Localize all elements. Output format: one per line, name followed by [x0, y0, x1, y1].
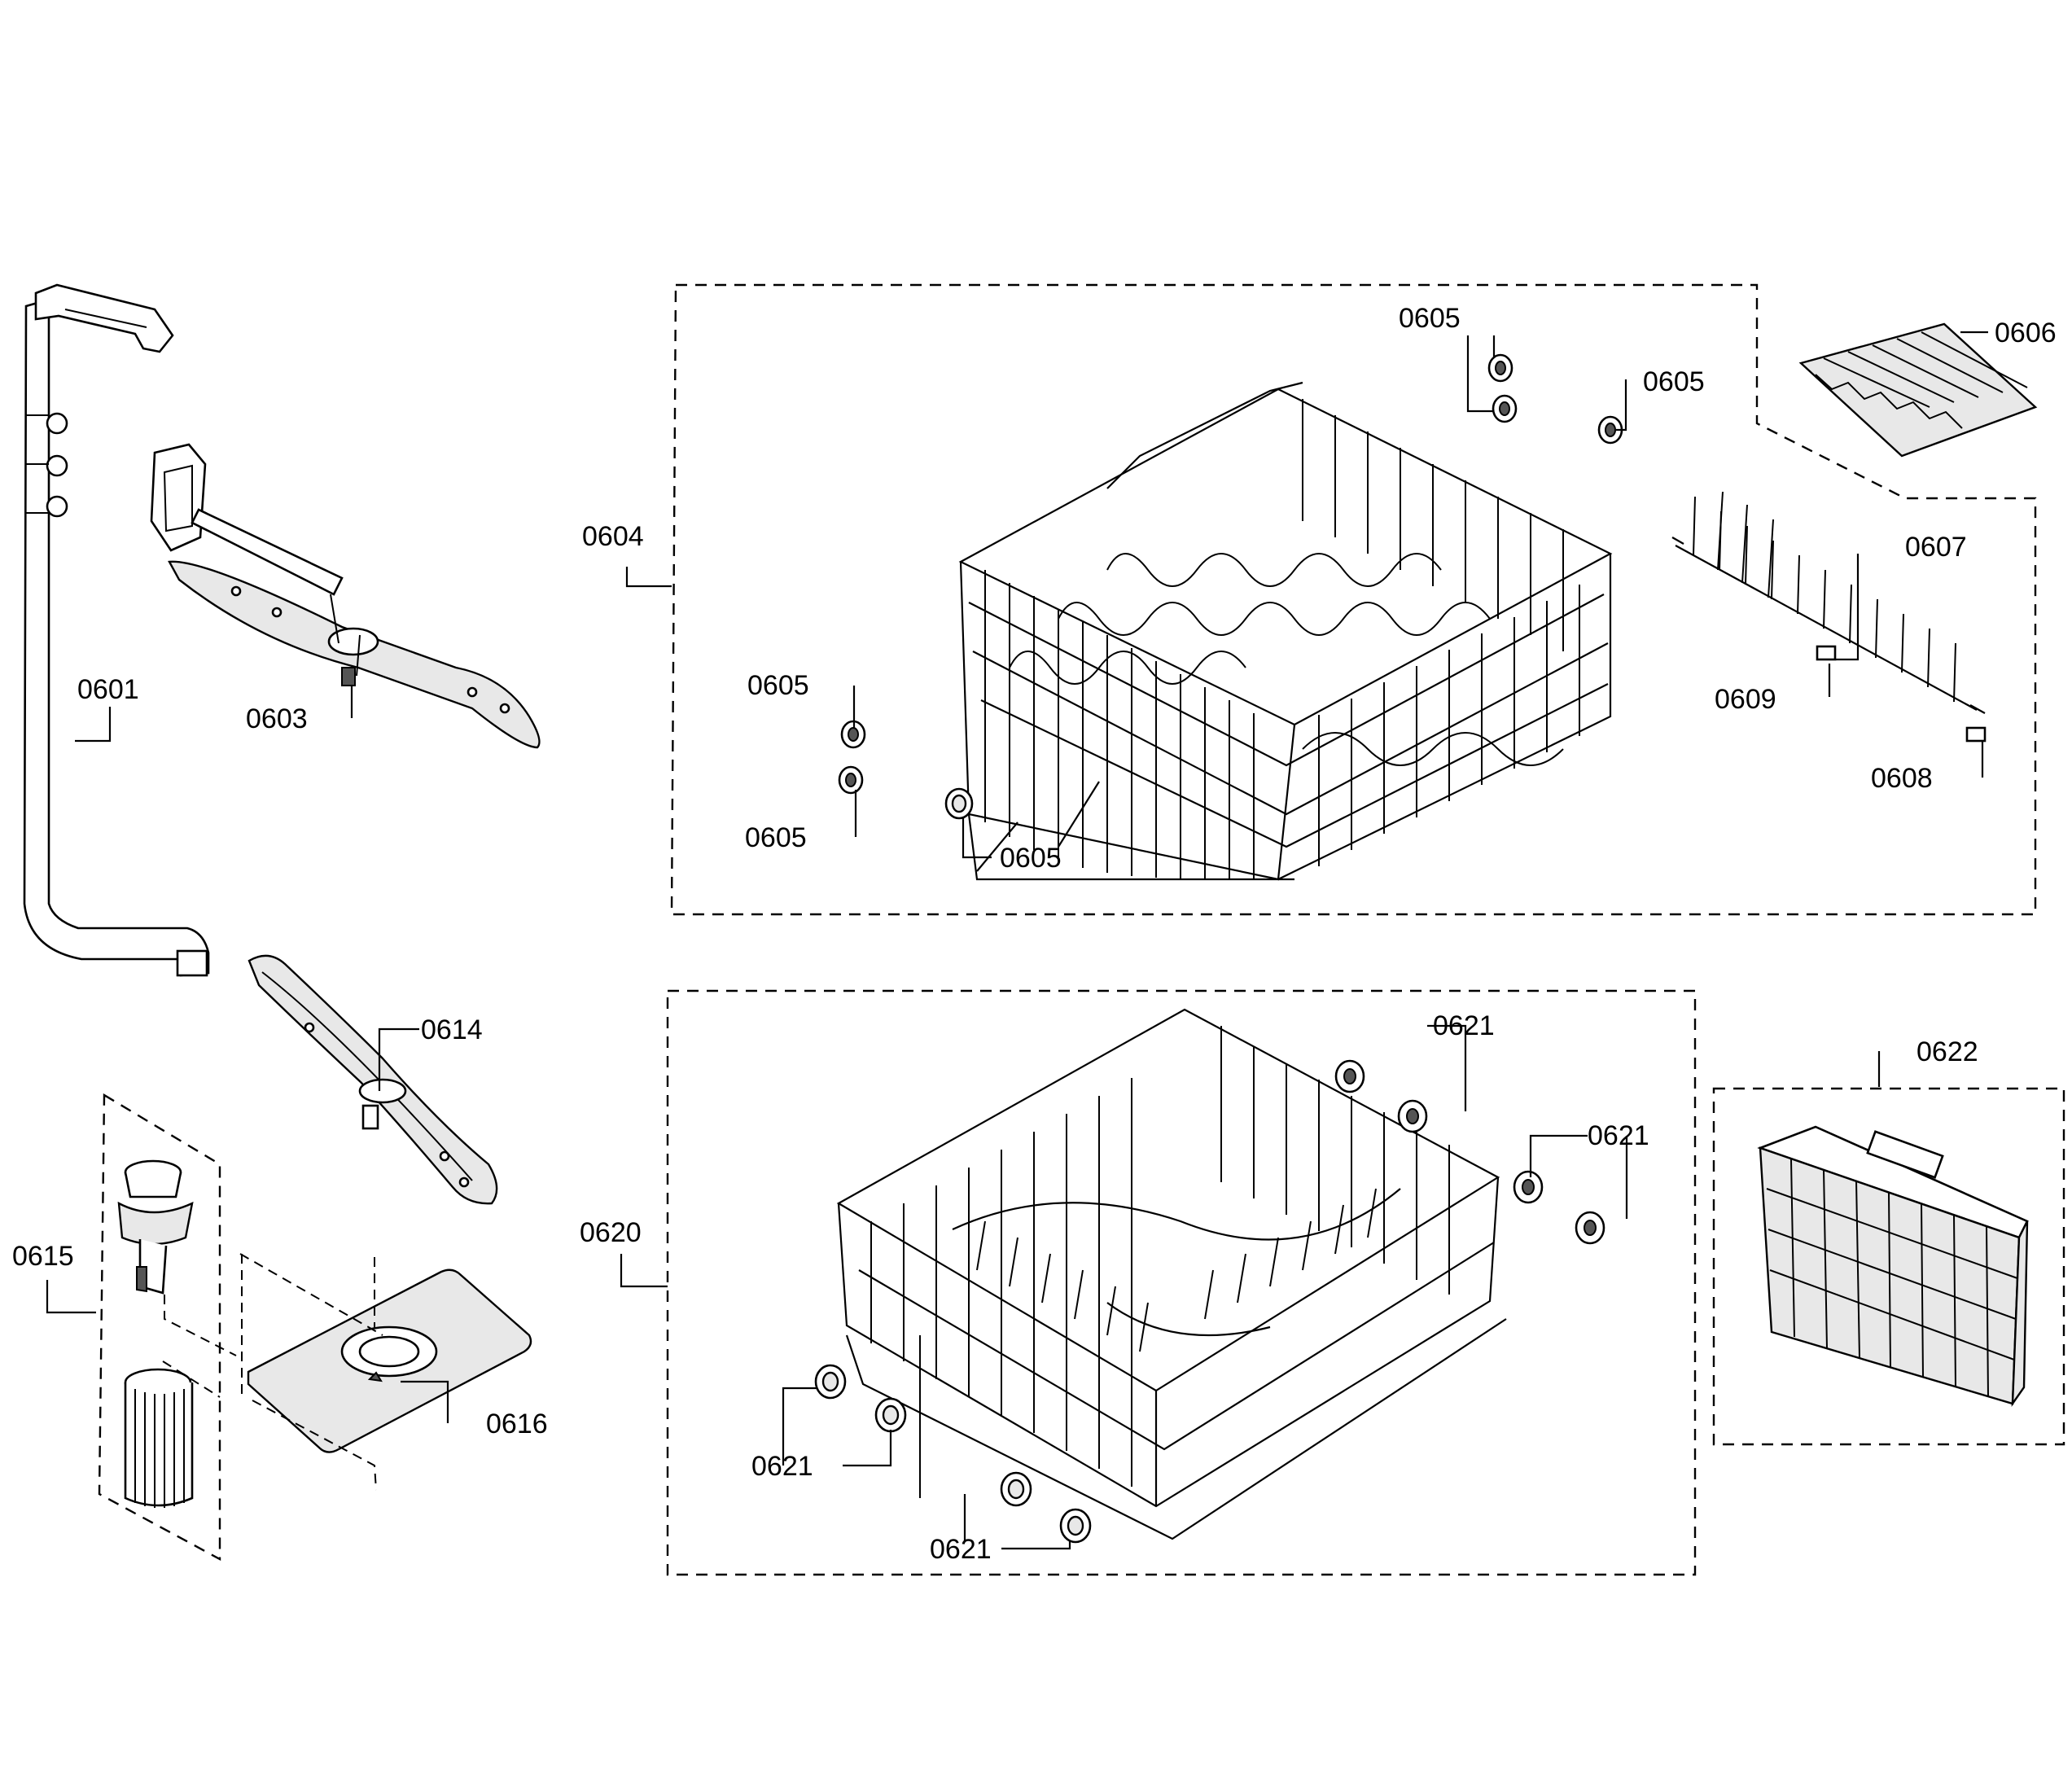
wheel-0605-c [1597, 415, 1623, 445]
label-0603: 0603 [246, 703, 308, 734]
lower-rack-group-box [666, 989, 1697, 1576]
wheel-0605-f [944, 787, 974, 820]
lower-rack-0620 [836, 1008, 1507, 1540]
leader-lines [46, 331, 1988, 1550]
label-0622: 0622 [1916, 1036, 1978, 1067]
lower-spray-arm-0614 [248, 954, 498, 1205]
clip-0608 [1965, 726, 1987, 743]
label-0616: 0616 [486, 1409, 548, 1439]
upper-rack-wheels-0605 [838, 353, 1623, 820]
label-0605-bottom: 0605 [1000, 843, 1062, 874]
cup-shelf-0606 [1798, 322, 2038, 458]
wheel-0621-f [874, 1397, 907, 1433]
filter-plate-0616 [239, 1253, 532, 1491]
supply-pipe-0601 [23, 283, 210, 977]
wheel-0621-c [1513, 1170, 1544, 1204]
cutlery-basket-group-box [1712, 1087, 2065, 1446]
wheel-0621-a [1334, 1059, 1365, 1093]
label-0620: 0620 [580, 1217, 642, 1248]
clip-0609 [1816, 645, 1837, 661]
wheel-0605-b [1492, 394, 1518, 423]
upper-spray-arm-0603 [150, 443, 541, 749]
filter-assembly-0615 [117, 1159, 237, 1508]
label-0621-right: 0621 [1588, 1120, 1649, 1151]
label-0615: 0615 [12, 1241, 74, 1272]
upper-rack-group-box [670, 283, 2037, 916]
label-0614: 0614 [421, 1014, 483, 1045]
lower-rack-wheels-0621 [814, 1059, 1605, 1544]
label-0605-left-lower: 0605 [745, 822, 807, 853]
label-0606: 0606 [1995, 318, 2057, 348]
tine-rack-0607 [1671, 491, 1987, 743]
label-0621-left: 0621 [751, 1451, 813, 1482]
label-0621-bottom: 0621 [930, 1534, 992, 1565]
label-0605-top-left: 0605 [1399, 303, 1461, 334]
part-number-labels: 0601 0603 0604 0605 0605 0605 0605 0605 … [12, 303, 2057, 1565]
wheel-0621-e [814, 1364, 847, 1400]
label-0601: 0601 [77, 674, 139, 705]
label-0604: 0604 [582, 521, 644, 552]
wheel-0621-d [1575, 1211, 1605, 1245]
label-0621-top: 0621 [1433, 1010, 1495, 1041]
label-0609: 0609 [1715, 684, 1776, 715]
wheel-0605-a [1487, 353, 1513, 383]
upper-rack-0604 [958, 381, 1613, 881]
label-0605-top-right: 0605 [1643, 366, 1705, 397]
wheel-0621-g [1000, 1471, 1032, 1507]
label-0607: 0607 [1905, 532, 1967, 563]
wheel-0621-b [1397, 1099, 1428, 1133]
wheel-0621-h [1059, 1508, 1092, 1544]
cutlery-basket-0622 [1757, 1125, 2029, 1408]
wheel-0605-e [838, 765, 864, 795]
label-0608: 0608 [1871, 763, 1933, 794]
filter-group-box [98, 1093, 221, 1562]
label-0605-left-upper: 0605 [747, 670, 809, 701]
